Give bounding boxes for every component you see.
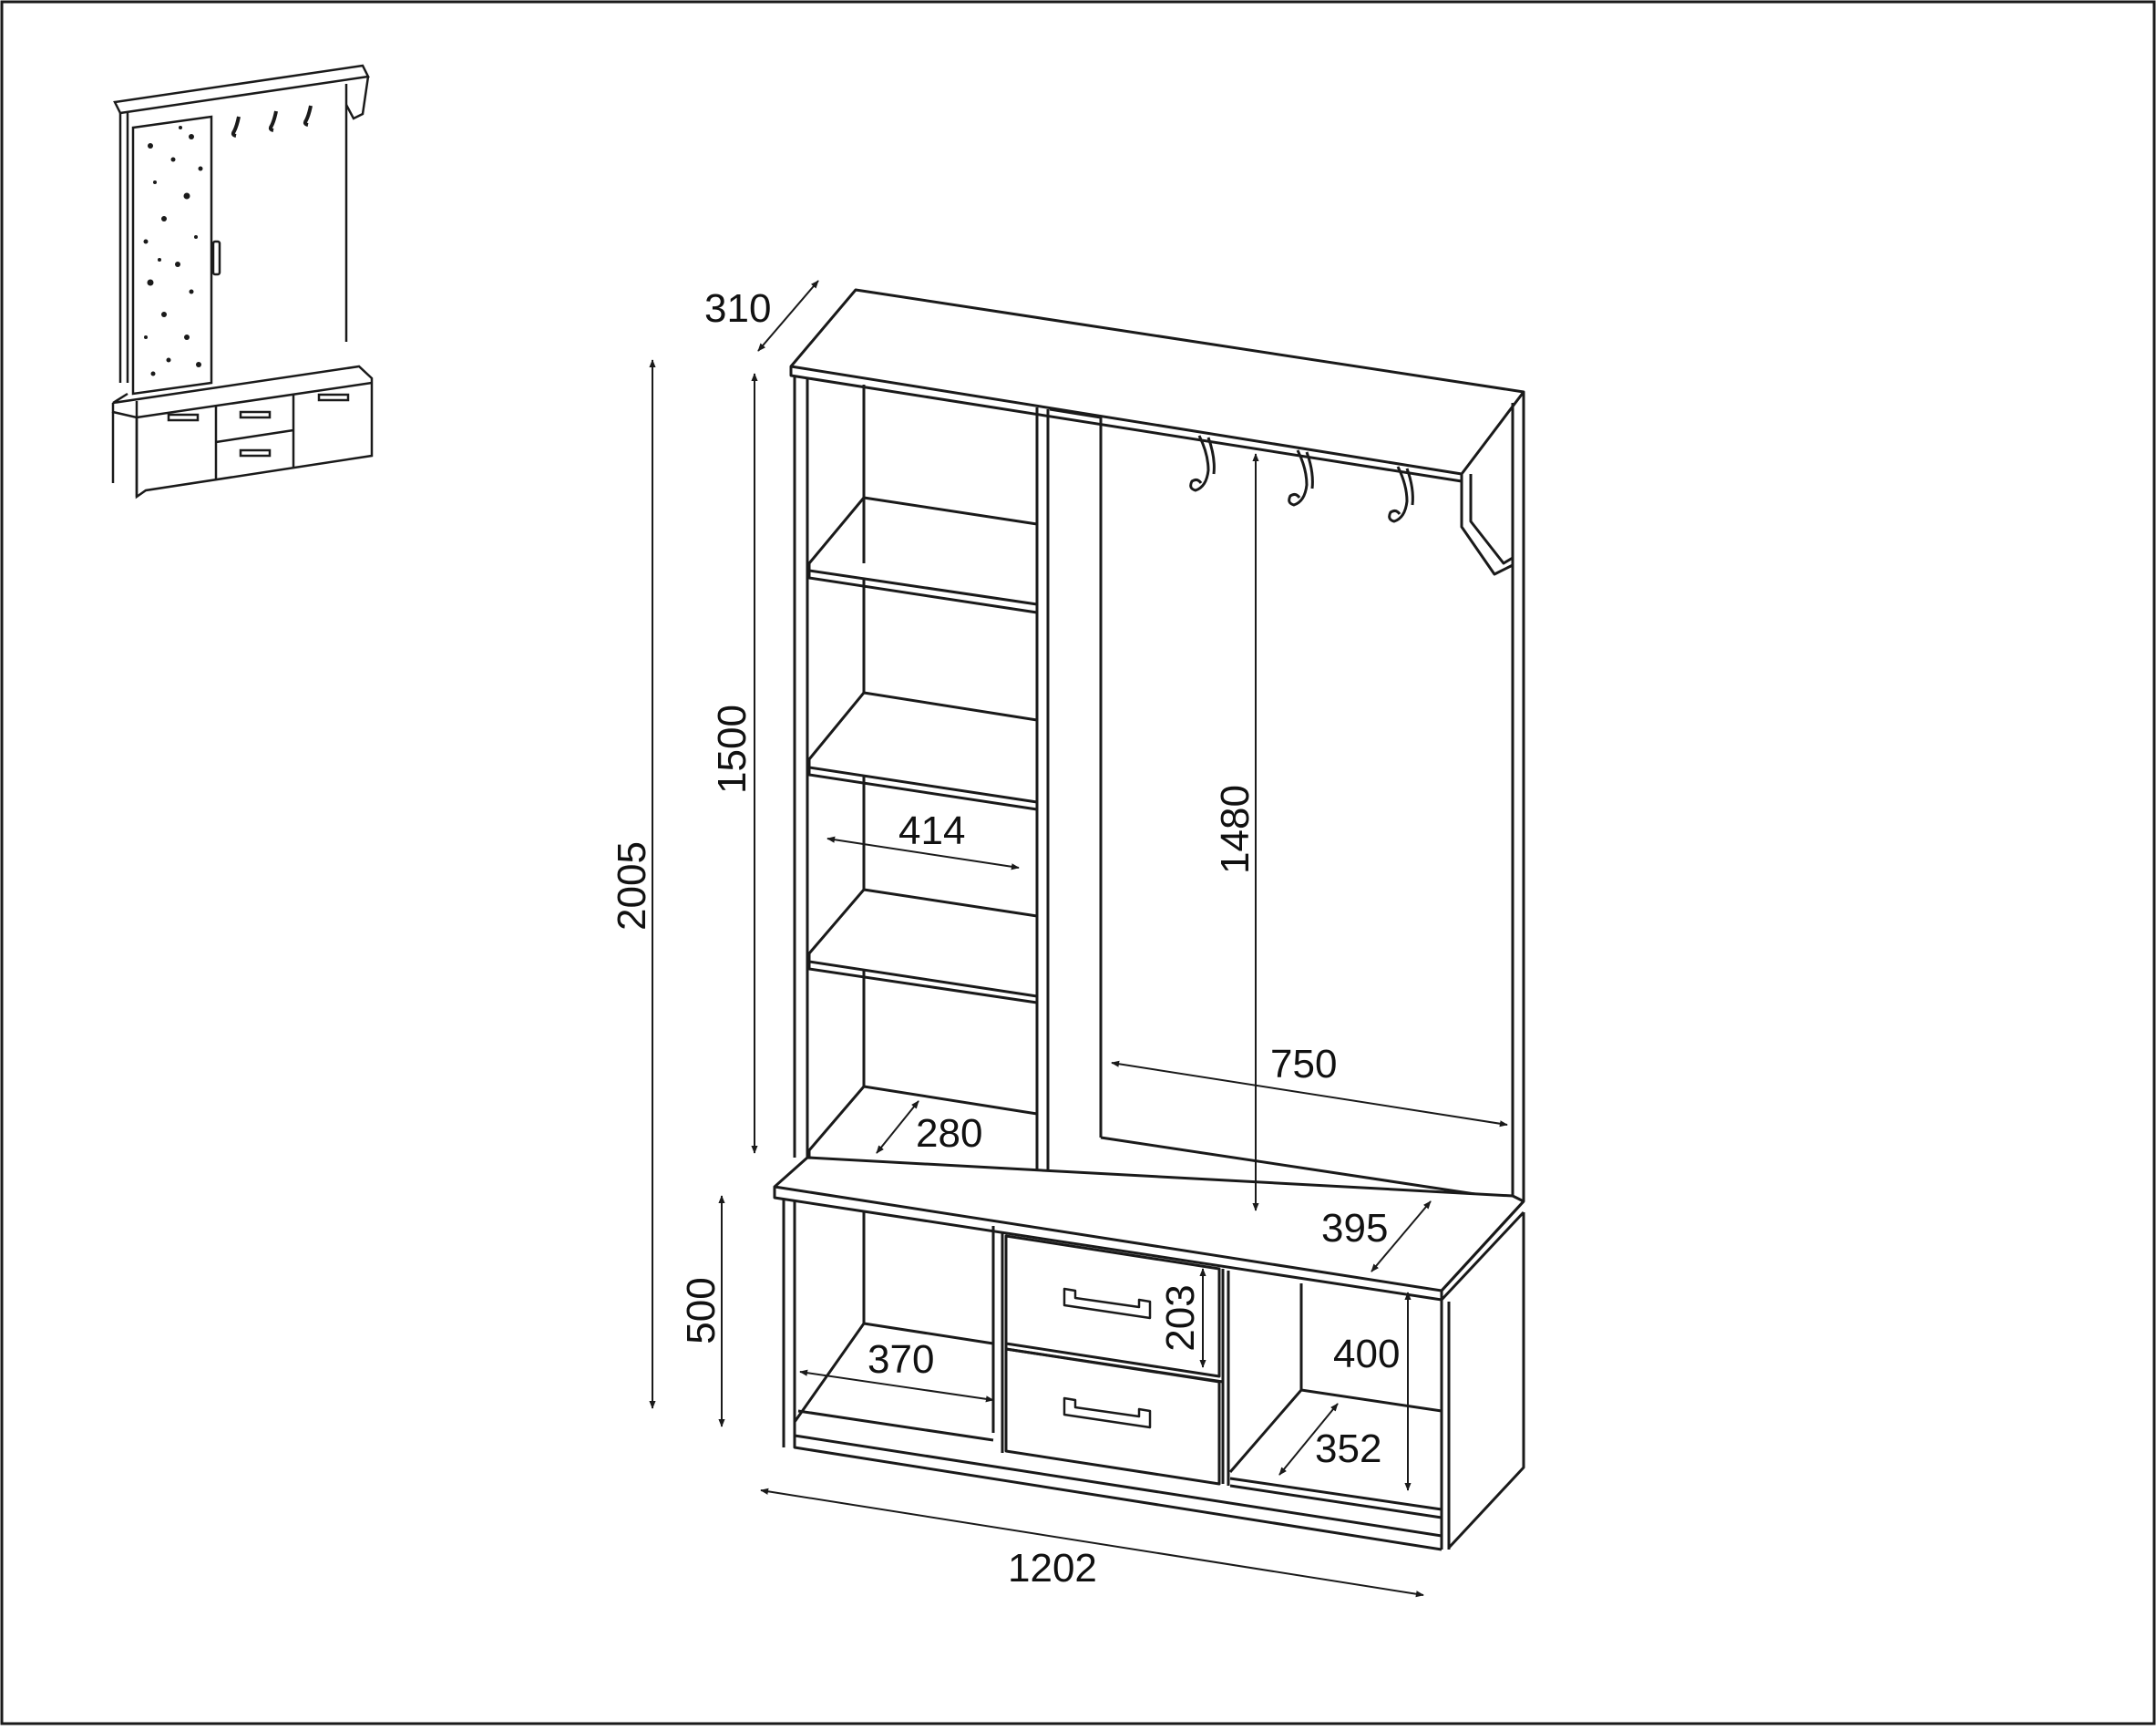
- dim-label-left-niche-width: 370: [868, 1337, 934, 1382]
- coat-hooks: [1189, 435, 1414, 523]
- dim-label-hanger-width: 750: [1270, 1042, 1337, 1086]
- dim-label-right-niche-depth: 352: [1315, 1426, 1381, 1471]
- dimension-lines: [649, 280, 1508, 1598]
- dim-label-shelf-width: 414: [898, 808, 965, 853]
- dim-label-upper-height: 1500: [710, 705, 755, 794]
- dim-label-right-niche-height: 400: [1333, 1332, 1400, 1376]
- dim-label-bench-height: 500: [679, 1277, 724, 1344]
- dim-label-hanger-height: 1480: [1213, 785, 1258, 874]
- dim-label-total-height: 2005: [610, 841, 654, 931]
- dim-label-bench-depth: 395: [1321, 1206, 1388, 1251]
- dim-line-370: [799, 1369, 994, 1403]
- hallway-unit-thumbnail-icon: [111, 64, 374, 499]
- mirror-pattern: [143, 126, 203, 376]
- dim-label-depth-top: 310: [704, 286, 771, 331]
- dim-label-shelf-depth: 280: [916, 1111, 982, 1156]
- dim-line-280: [876, 1100, 919, 1154]
- dim-line-1202: [760, 1488, 1424, 1598]
- hallway-unit-drawing: [773, 288, 1525, 1551]
- bench-top: [773, 1156, 1525, 1292]
- dim-line-750: [1111, 1060, 1508, 1128]
- dim-line-414: [826, 836, 1020, 870]
- dim-label-total-width: 1202: [1008, 1546, 1097, 1591]
- dimension-labels: 310 2005 1500 414 1480 750 280 395 500 2…: [610, 286, 1400, 1591]
- top-board: [789, 288, 1525, 476]
- dim-line-310: [757, 280, 819, 352]
- dim-label-drawer-height: 203: [1158, 1284, 1203, 1351]
- dim-line-395: [1371, 1200, 1432, 1272]
- dim-line-352: [1278, 1403, 1339, 1476]
